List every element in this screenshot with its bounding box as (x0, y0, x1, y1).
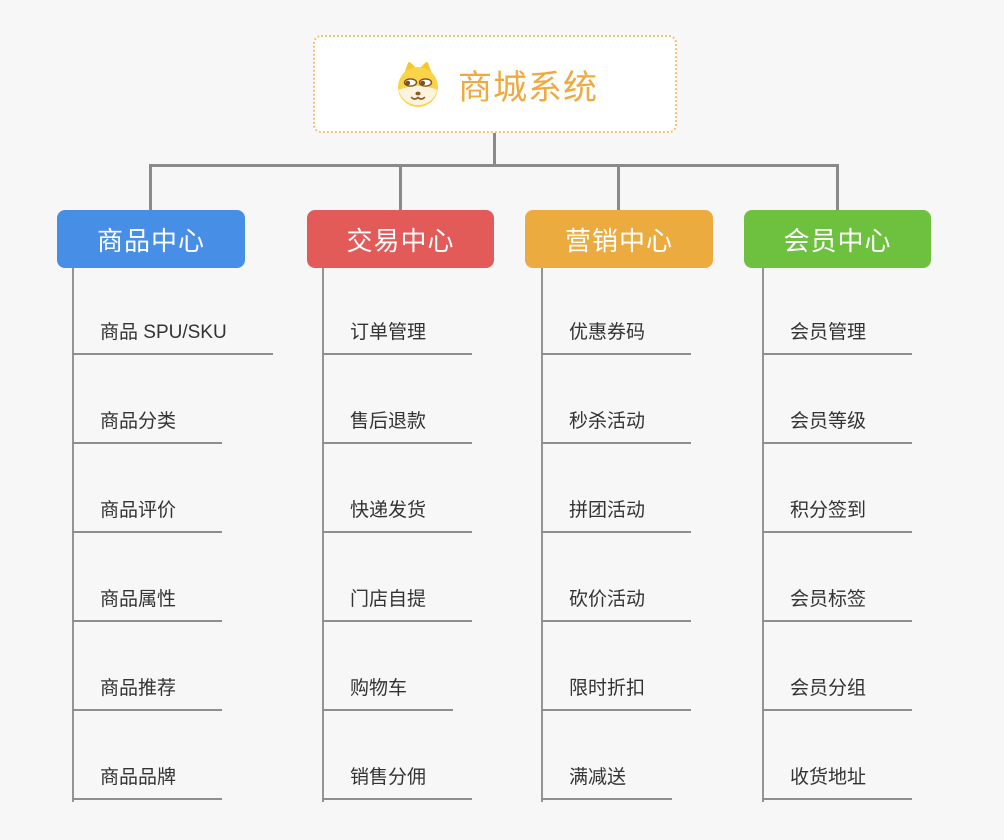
connector-drop-2 (399, 166, 402, 210)
leaf-node-shipping-address[interactable]: 收货地址 (762, 765, 913, 800)
leaf-node-sales-commission[interactable]: 销售分佣 (322, 765, 473, 800)
leaf-node-product-recommend[interactable]: 商品推荐 (72, 676, 223, 711)
leaf-node-product-attribute[interactable]: 商品属性 (72, 587, 223, 622)
leaf-node-store-pickup[interactable]: 门店自提 (322, 587, 473, 622)
connector-root-stem (493, 133, 496, 165)
leaf-node-express-delivery[interactable]: 快递发货 (322, 498, 473, 533)
connector-drop-3 (617, 166, 620, 210)
leaf-node-member-level[interactable]: 会员等级 (762, 409, 913, 444)
leaf-node-member-group[interactable]: 会员分组 (762, 676, 913, 711)
leaf-node-flash-sale[interactable]: 秒杀活动 (541, 409, 692, 444)
root-title: 商城系统 (458, 68, 598, 107)
leaf-node-product-review[interactable]: 商品评价 (72, 498, 223, 533)
leaf-node-bargain-activity[interactable]: 砍价活动 (541, 587, 692, 622)
column-vertical-line (541, 268, 543, 802)
branch-node-member-center[interactable]: 会员中心 (744, 210, 931, 268)
connector-horizontal-bar (149, 164, 839, 167)
leaf-node-group-buy[interactable]: 拼团活动 (541, 498, 692, 533)
leaf-node-product-spu-sku[interactable]: 商品 SPU/SKU (72, 320, 273, 355)
connector-drop-1 (149, 166, 152, 210)
leaf-node-order-management[interactable]: 订单管理 (322, 320, 473, 355)
leaf-node-product-category[interactable]: 商品分类 (72, 409, 223, 444)
root-node-mall-system[interactable]: 商城系统 (313, 35, 677, 133)
leaf-node-coupon-code[interactable]: 优惠券码 (541, 320, 692, 355)
column-vertical-line (322, 268, 324, 802)
leaf-node-member-management[interactable]: 会员管理 (762, 320, 913, 355)
dog-face-icon (392, 60, 444, 108)
leaf-node-shopping-cart[interactable]: 购物车 (322, 676, 454, 711)
branch-node-trade-center[interactable]: 交易中心 (307, 210, 494, 268)
column-vertical-line (72, 268, 74, 802)
leaf-node-full-reduction[interactable]: 满减送 (541, 765, 673, 800)
leaf-node-aftersale-refund[interactable]: 售后退款 (322, 409, 473, 444)
leaf-node-points-checkin[interactable]: 积分签到 (762, 498, 913, 533)
leaf-node-member-tag[interactable]: 会员标签 (762, 587, 913, 622)
leaf-node-time-limited-discount[interactable]: 限时折扣 (541, 676, 692, 711)
branch-node-product-center[interactable]: 商品中心 (57, 210, 245, 268)
branch-node-marketing-center[interactable]: 营销中心 (525, 210, 713, 268)
leaf-node-product-brand[interactable]: 商品品牌 (72, 765, 223, 800)
connector-drop-4 (836, 166, 839, 210)
column-vertical-line (762, 268, 764, 802)
